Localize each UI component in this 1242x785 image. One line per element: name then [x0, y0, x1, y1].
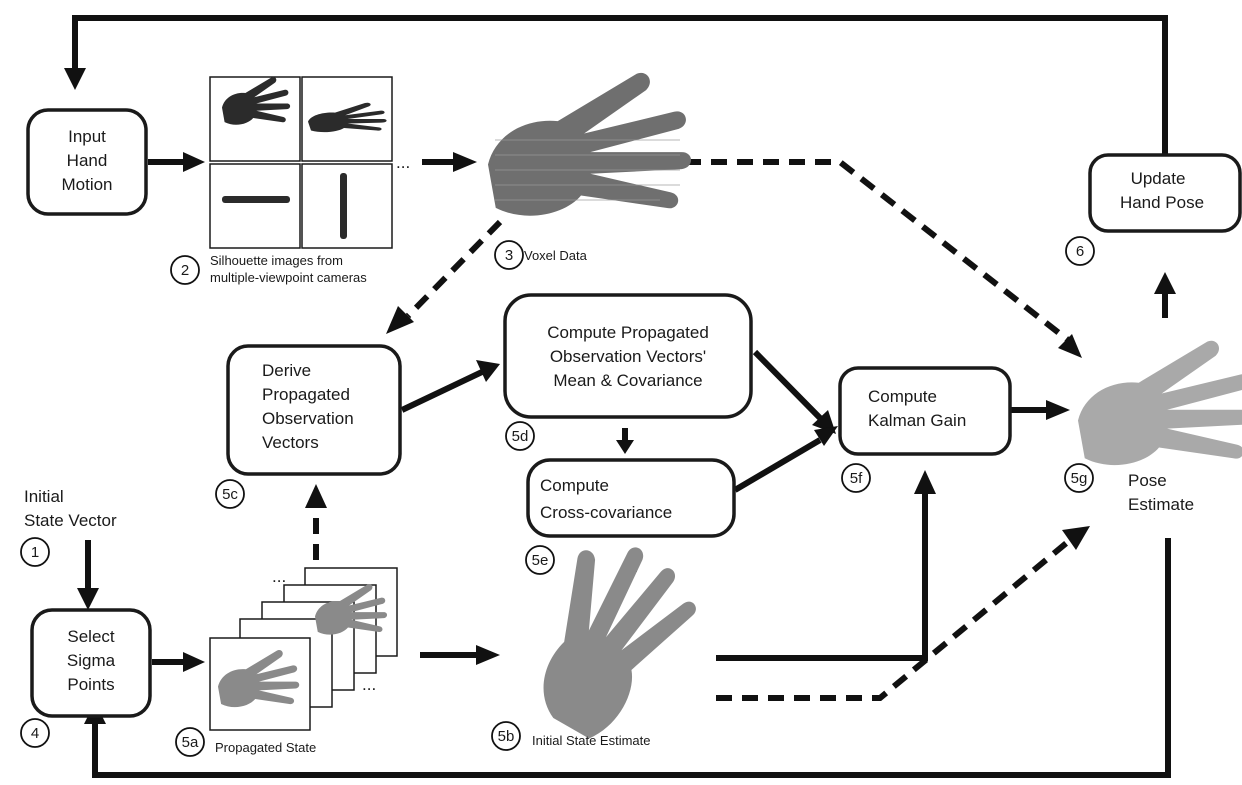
- feedback-line-bottom: [92, 538, 1171, 778]
- step-badge-5e: 5e: [525, 545, 555, 575]
- step-badge-5d: 5d: [505, 421, 535, 451]
- arrowhead: [1058, 334, 1082, 358]
- arrow-crosscov-to-kalman: [733, 437, 822, 493]
- compute-kalman-box: Compute Kalman Gain: [838, 366, 1012, 456]
- box-line: Select: [67, 627, 115, 646]
- step-number: 5d: [512, 428, 529, 445]
- box-line: Propagated: [262, 385, 350, 404]
- box-line: Compute: [540, 476, 609, 495]
- step-badge-1: 1: [20, 537, 50, 567]
- pose-estimate-label: Estimate: [1128, 495, 1194, 514]
- arrowhead: [1046, 400, 1070, 420]
- arrow-meancov-to-kalman: [752, 349, 823, 421]
- select-sigma-box: Select Sigma Points: [30, 608, 152, 718]
- box-line: Observation Vectors': [550, 347, 706, 366]
- derive-observation-box: Derive Propagated Observation Vectors: [226, 344, 402, 476]
- silhouette-caption: Silhouette images from: [210, 253, 343, 268]
- step-number: 5b: [498, 728, 515, 745]
- box-line: Hand: [67, 151, 108, 170]
- step-badge-2: 2: [170, 255, 200, 285]
- arrowhead: [476, 645, 500, 665]
- dashed-voxel-to-pose: [685, 159, 1070, 343]
- ellipsis: ...: [272, 567, 286, 586]
- box-line: Input: [68, 127, 106, 146]
- box-line: Mean & Covariance: [553, 371, 702, 390]
- update-hand-pose-box: Update Hand Pose: [1088, 153, 1242, 233]
- step-badge-5f: 5f: [841, 463, 871, 493]
- silhouette-frame: [209, 163, 301, 249]
- step-number: 3: [505, 247, 513, 264]
- step-number: 6: [1076, 243, 1084, 260]
- arrowhead: [814, 426, 838, 446]
- arrowhead: [77, 588, 99, 610]
- box-line: Update: [1131, 169, 1186, 188]
- pose-estimate-label: Pose: [1128, 471, 1167, 490]
- arrowhead: [386, 306, 414, 334]
- initial-state-label: Initial: [24, 487, 64, 506]
- arrowhead: [616, 440, 634, 454]
- step-badge-5b: 5b: [491, 721, 521, 751]
- arrowhead: [1154, 272, 1176, 294]
- arrow-derive-to-meancov: [400, 369, 484, 413]
- box-line: Cross-covariance: [540, 503, 672, 522]
- box-line: Points: [67, 675, 114, 694]
- step-badge-3: 3: [494, 240, 524, 270]
- arrowhead: [183, 152, 205, 172]
- box-line: Compute Propagated: [547, 323, 709, 342]
- step-badge-5g: 5g: [1064, 463, 1094, 493]
- compute-mean-cov-box: Compute Propagated Observation Vectors' …: [503, 293, 753, 419]
- arrowhead: [476, 360, 500, 382]
- ellipsis: ...: [396, 153, 410, 172]
- step-number: 5g: [1071, 470, 1088, 487]
- dashed-estimate-to-pose: [716, 537, 1072, 701]
- initial-state-label: State Vector: [24, 511, 117, 530]
- dashed-voxel-to-derive: [405, 219, 503, 319]
- silhouette-images: ...: [209, 76, 410, 249]
- ellipsis: ...: [362, 675, 376, 694]
- top-silhouette-icon: [340, 173, 347, 239]
- arrowhead: [1062, 526, 1090, 550]
- box-line: Motion: [61, 175, 112, 194]
- arrowhead: [305, 484, 327, 508]
- arrowhead: [64, 68, 86, 90]
- side-silhouette-icon: [222, 196, 290, 203]
- box-line: Observation: [262, 409, 354, 428]
- step-number: 2: [181, 262, 189, 279]
- voxel-hand-image: [488, 72, 692, 216]
- box-line: Vectors: [262, 433, 319, 452]
- silhouette-caption: multiple-viewpoint cameras: [210, 270, 367, 285]
- step-badge-5a: 5a: [175, 727, 205, 757]
- step-badge-4: 4: [20, 718, 50, 748]
- input-hand-motion-box: Input Hand Motion: [26, 108, 148, 216]
- arrowhead: [914, 470, 936, 494]
- box-line: Sigma: [67, 651, 116, 670]
- step-number: 5e: [532, 552, 549, 569]
- compute-cross-cov-box: Compute Cross-covariance: [526, 458, 736, 538]
- propagated-state-stack: ... ...: [209, 567, 398, 731]
- propagated-state-label: Propagated State: [215, 740, 316, 755]
- step-number: 4: [31, 725, 39, 742]
- box-line: Derive: [262, 361, 311, 380]
- arrowhead: [183, 652, 205, 672]
- box-line: Compute: [868, 387, 937, 406]
- initial-state-estimate-label: Initial State Estimate: [532, 733, 651, 748]
- step-number: 5f: [850, 470, 863, 487]
- arrowhead: [453, 152, 477, 172]
- feedback-line-top: [72, 15, 1168, 155]
- voxel-data-label: Voxel Data: [524, 248, 588, 263]
- box-line: Kalman Gain: [868, 411, 966, 430]
- initial-estimate-hand-image: [487, 517, 713, 749]
- step-badge-5c: 5c: [215, 479, 245, 509]
- step-number: 5c: [222, 486, 238, 503]
- step-number: 1: [31, 544, 39, 561]
- step-number: 5a: [182, 734, 199, 751]
- step-badge-6: 6: [1065, 236, 1095, 266]
- arrow-estimate-to-kalman: [716, 492, 928, 661]
- pose-estimate-hand-image: [1078, 340, 1242, 466]
- box-line: Hand Pose: [1120, 193, 1204, 212]
